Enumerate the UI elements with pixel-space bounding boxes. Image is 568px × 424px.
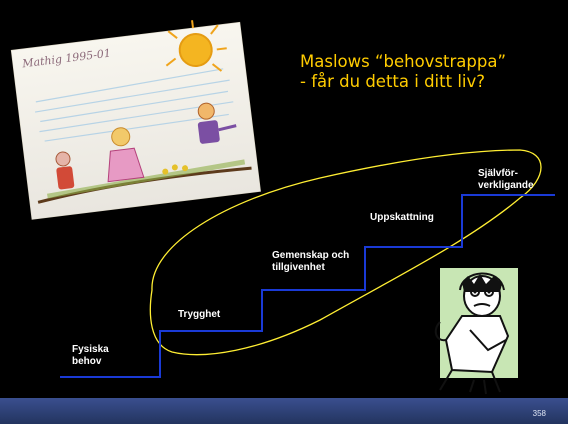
step-trygghet: Trygghet bbox=[178, 309, 221, 320]
step-sjalvforverkligande: Självför- verkligande bbox=[478, 168, 534, 191]
step-uppskattning: Uppskattning bbox=[370, 212, 434, 223]
page-number: 358 bbox=[532, 409, 546, 418]
footer-bar bbox=[0, 398, 568, 424]
step-fysiska-behov: Fysiska behov bbox=[72, 344, 109, 367]
slide-title: Maslows “behovstrappa” - får du detta i … bbox=[300, 52, 550, 92]
title-line-1: Maslows “behovstrappa” bbox=[300, 52, 507, 71]
stair-line bbox=[60, 194, 555, 378]
step-gemenskap: Gemenskap och tillgivenhet bbox=[272, 250, 350, 273]
title-line-2: - får du detta i ditt liv? bbox=[300, 72, 486, 91]
